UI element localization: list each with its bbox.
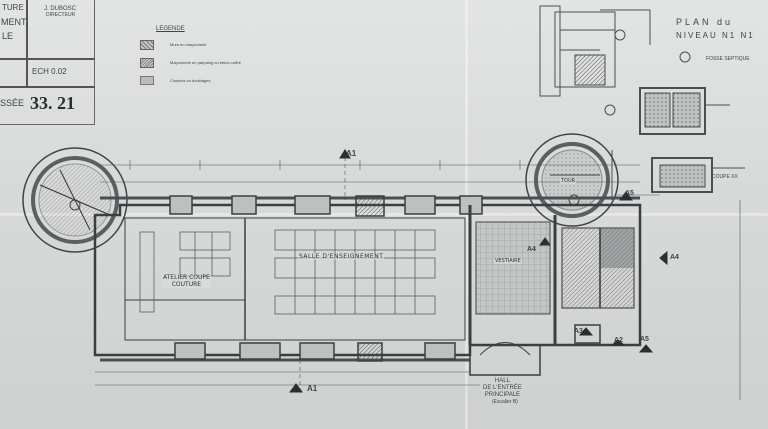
title-block-scale: ECH 0.02 [32, 67, 67, 76]
room-label-salle: SALLE D'ENSEIGNEMENT [298, 253, 385, 260]
section-mark-a4-left: A4 [527, 246, 536, 253]
plan-subtitle: NIVEAU N1 N1 [676, 31, 755, 40]
title-block [0, 0, 95, 125]
section-mark-a5-bottom: A5 [640, 336, 649, 343]
legend-swatch-3 [140, 76, 154, 85]
left-tower [22, 147, 128, 253]
plan-title: PLAN du [676, 17, 734, 27]
room-label-hall: HALL DE L'ENTRÉE PRINCIPALE [483, 378, 522, 398]
title-block-sheet-prefix: SSÉE [0, 98, 25, 108]
section-arrows [289, 149, 668, 393]
section-mark-a1-top: A1 [346, 149, 357, 158]
section-mark-a5-top: A5 [625, 190, 634, 197]
legend-item-2: Maçonnerie en parpaing ou béton coffré [170, 60, 241, 65]
sanitary-tiles-2 [600, 228, 634, 268]
section-mark-a1-bottom: A1 [307, 384, 318, 393]
section-mark-a4-right: A4 [670, 254, 679, 261]
entrance-hall [469, 324, 601, 376]
section-mark-a3: A3 [574, 328, 583, 335]
vestiaire-tiles [475, 221, 551, 315]
title-block-line1: TURE [2, 3, 24, 12]
legend-swatch-2 [140, 58, 154, 68]
legend-item-1: Murs en maçonnerie [170, 42, 207, 47]
legend-swatch-1 [140, 40, 154, 50]
title-block-name: J. DUBOSC [44, 6, 77, 12]
title-block-small: DIRECTEUR [46, 12, 76, 18]
room-label-atelier: ATELIER COUPE COUTURE [162, 274, 211, 288]
legend-item-3: Cloisons ou doublages [170, 78, 211, 83]
room-label-vestiaire: VESTIAIRE [494, 258, 522, 264]
annex-plan [539, 5, 745, 200]
section-mark-a2: A2 [614, 337, 623, 344]
room-label-hall-sub: (Escalier B) [492, 399, 518, 405]
desks [139, 229, 436, 315]
room-label-tour: TOUR [560, 178, 577, 184]
legend-title: LEGENDE [156, 26, 185, 32]
title-block-divider-v [26, 0, 28, 86]
title-block-line3: LE [2, 31, 14, 41]
coupe-label: COUPE XX [712, 174, 738, 180]
title-block-line2: MENT [1, 17, 27, 27]
title-block-divider-h2 [0, 86, 95, 88]
title-block-sheet-number: 33. 21 [30, 93, 75, 113]
title-block-divider-h1 [0, 58, 95, 60]
fosse-label: FOSSE SEPTIQUE [706, 56, 750, 62]
